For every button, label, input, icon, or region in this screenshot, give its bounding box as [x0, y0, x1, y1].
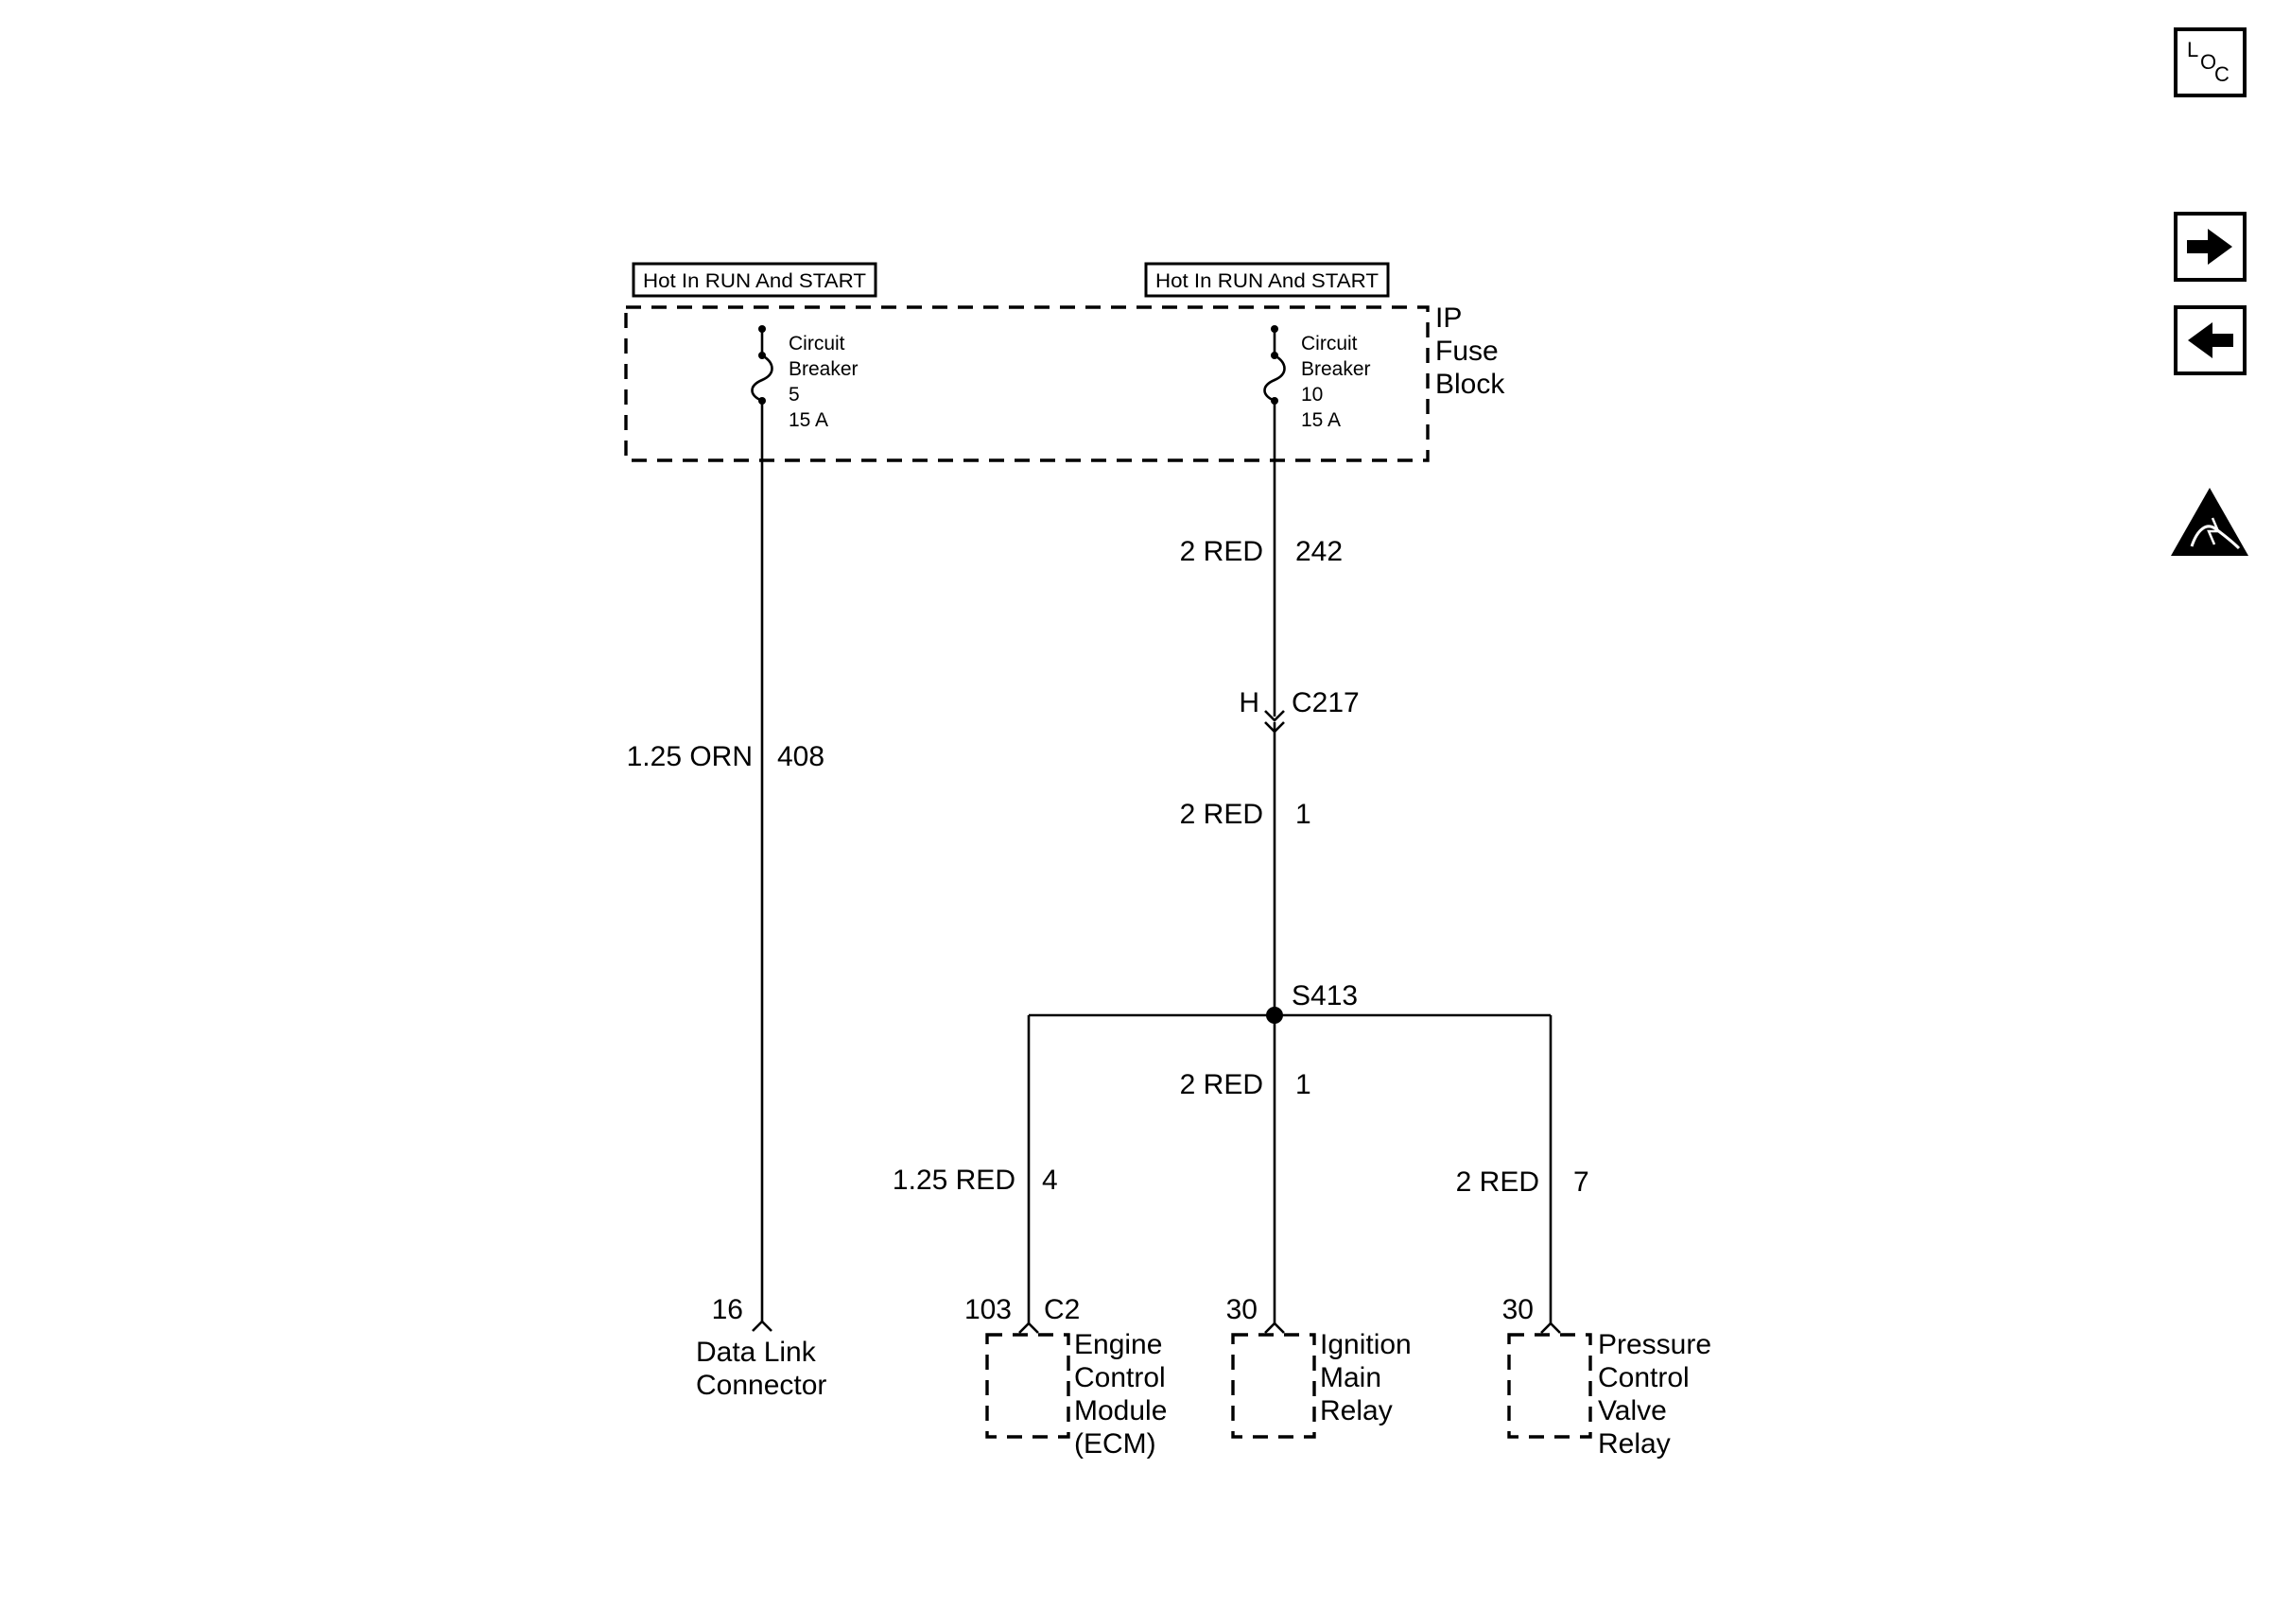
svg-text:7: 7 — [1573, 1166, 1589, 1198]
svg-text:Data Link: Data Link — [696, 1337, 817, 1368]
left-arrow-icon — [2188, 322, 2233, 358]
svg-text:Module: Module — [1074, 1395, 1167, 1426]
loc-letter-o: O — [2200, 50, 2216, 74]
circuit-breaker-10: Circuit Breaker 10 15 A — [1263, 325, 1371, 431]
svg-text:1.25 RED: 1.25 RED — [893, 1165, 1015, 1196]
svg-text:2 RED: 2 RED — [1456, 1166, 1539, 1198]
svg-text:408: 408 — [777, 741, 824, 772]
svg-text:Circuit: Circuit — [1301, 333, 1358, 354]
engine-control-module: 103 C2 Engine Control Module (ECM) — [964, 1294, 1167, 1460]
svg-text:Block: Block — [1435, 369, 1505, 400]
svg-text:242: 242 — [1295, 536, 1343, 567]
svg-text:(ECM): (ECM) — [1074, 1428, 1156, 1460]
svg-text:2 RED: 2 RED — [1180, 1069, 1263, 1100]
svg-text:10: 10 — [1301, 384, 1323, 406]
svg-text:15 A: 15 A — [1301, 409, 1341, 431]
svg-text:Breaker: Breaker — [789, 358, 859, 380]
right-arrow-icon — [2187, 229, 2232, 265]
wire-to-ecm: 1.25 RED 4 — [893, 1015, 1058, 1323]
svg-text:2 RED: 2 RED — [1180, 799, 1263, 830]
fuse-block-label: IP Fuse Block — [1435, 302, 1505, 400]
ignition-main-relay: 30 Ignition Main Relay — [1226, 1294, 1412, 1439]
svg-text:Valve: Valve — [1598, 1395, 1667, 1426]
svg-text:1: 1 — [1295, 799, 1311, 830]
wire-to-ignition-main-relay: 2 RED 1 — [1180, 1015, 1311, 1323]
svg-text:30: 30 — [1502, 1294, 1534, 1325]
circuit-breaker-5: Circuit Breaker 5 15 A — [751, 325, 859, 431]
data-link-connector: 16 Data Link Connector — [696, 1294, 826, 1401]
svg-text:1: 1 — [1295, 1069, 1311, 1100]
svg-text:Engine: Engine — [1074, 1329, 1162, 1360]
svg-text:103: 103 — [964, 1294, 1012, 1325]
pressure-control-valve-relay: 30 Pressure Control Valve Relay — [1502, 1294, 1711, 1460]
svg-text:16: 16 — [712, 1294, 743, 1325]
forward-button[interactable] — [2174, 212, 2247, 282]
svg-text:4: 4 — [1042, 1165, 1058, 1196]
wire-c217-to-s413: 2 RED 1 — [1180, 722, 1311, 1015]
svg-text:Pressure: Pressure — [1598, 1329, 1711, 1360]
svg-text:2 RED: 2 RED — [1180, 536, 1263, 567]
svg-text:Hot In RUN And START: Hot In RUN And START — [643, 270, 866, 292]
svg-text:1.25 ORN: 1.25 ORN — [627, 741, 753, 772]
svg-text:H: H — [1239, 687, 1259, 718]
connector-c217: H C217 — [1239, 687, 1360, 734]
esd-warning-icon — [2171, 488, 2248, 556]
svg-text:Breaker: Breaker — [1301, 358, 1371, 380]
loc-letter-l: L — [2187, 38, 2198, 61]
svg-text:Main: Main — [1320, 1362, 1381, 1393]
svg-text:C217: C217 — [1292, 687, 1360, 718]
svg-text:Control: Control — [1074, 1362, 1166, 1393]
svg-text:Circuit: Circuit — [789, 333, 845, 354]
svg-text:Relay: Relay — [1598, 1428, 1671, 1460]
svg-text:Connector: Connector — [696, 1370, 826, 1401]
svg-text:C2: C2 — [1044, 1294, 1080, 1325]
splice-s413: S413 — [1029, 980, 1551, 1024]
wire-242: 2 RED 242 — [1180, 401, 1343, 717]
fuse-block-outline — [624, 305, 1430, 462]
svg-text:Control: Control — [1598, 1362, 1690, 1393]
svg-text:Fuse: Fuse — [1435, 336, 1499, 367]
wire-to-pcv-relay: 2 RED 7 — [1456, 1015, 1589, 1323]
svg-text:Relay: Relay — [1320, 1395, 1393, 1426]
power-label-left: Hot In RUN And START — [632, 262, 877, 298]
svg-text:IP: IP — [1435, 302, 1462, 334]
svg-text:Hot In RUN And START: Hot In RUN And START — [1155, 270, 1379, 292]
svg-text:15 A: 15 A — [789, 409, 828, 431]
back-button[interactable] — [2174, 305, 2247, 375]
power-label-right: Hot In RUN And START — [1144, 262, 1390, 298]
loc-letter-c: C — [2214, 62, 2230, 86]
loc-button[interactable]: L O C — [2174, 27, 2247, 97]
svg-text:30: 30 — [1226, 1294, 1258, 1325]
svg-text:S413: S413 — [1292, 980, 1358, 1011]
svg-text:Ignition: Ignition — [1320, 1329, 1412, 1360]
wire-408: 1.25 ORN 408 — [627, 401, 824, 1322]
svg-text:5: 5 — [789, 384, 800, 406]
